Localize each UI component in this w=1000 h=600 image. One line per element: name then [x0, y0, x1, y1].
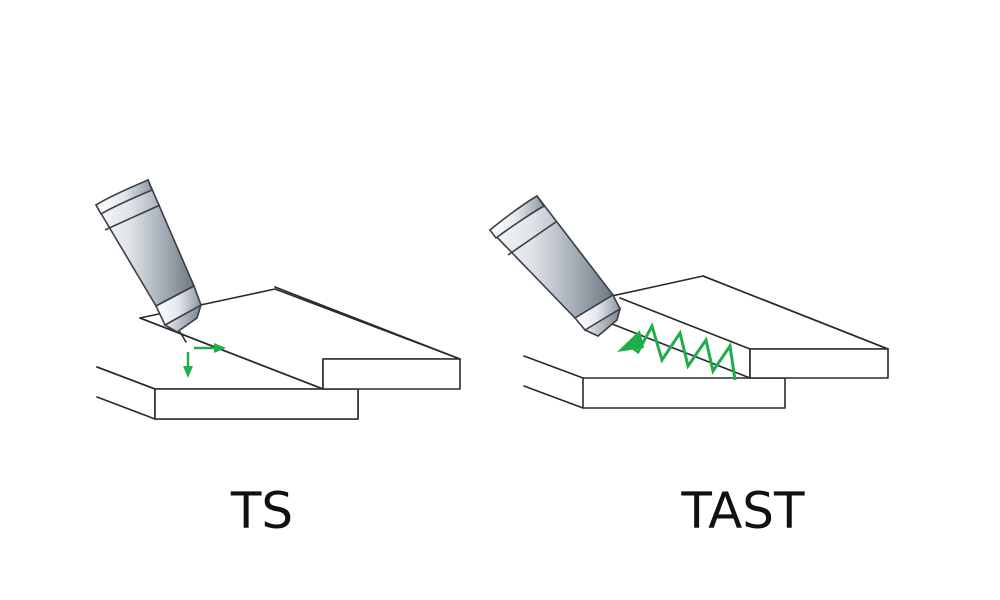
- straight-arrow-icon: [183, 343, 226, 378]
- caption-ts: TS: [230, 482, 293, 540]
- panel-ts: TS: [94, 178, 461, 540]
- welding-torch-icon: [488, 194, 622, 337]
- panel-tast: TAST: [488, 194, 889, 540]
- upper-plate: [565, 275, 889, 379]
- upper-plate: [139, 286, 461, 390]
- caption-tast: TAST: [680, 482, 805, 540]
- lower-plate: [523, 355, 786, 409]
- welding-torch-icon: [94, 178, 203, 343]
- lower-plate: [96, 366, 359, 420]
- zigzag-weave-arrow-icon: [617, 322, 737, 381]
